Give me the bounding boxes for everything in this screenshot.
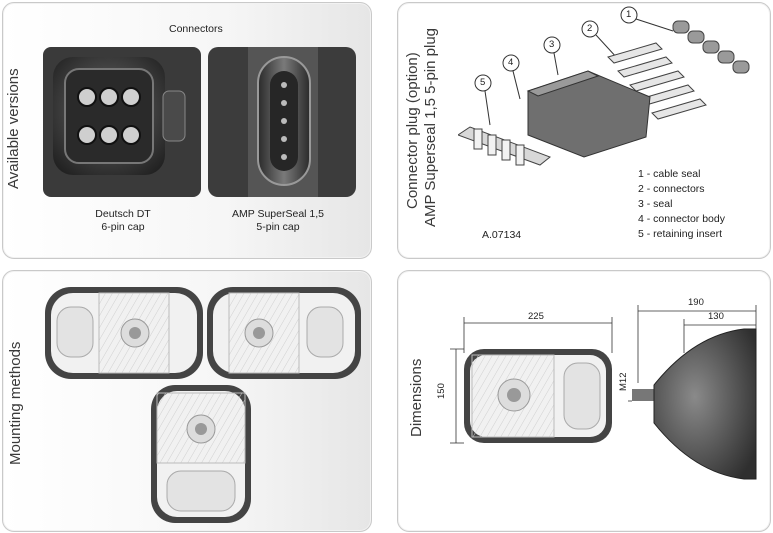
deutsch-connector-photo bbox=[43, 47, 201, 197]
panel-label-line-2: AMP Superseal 1,5 5-pin plug bbox=[422, 27, 439, 227]
callout-3: 3 bbox=[549, 39, 555, 50]
exploded-plug-diagram bbox=[458, 6, 750, 166]
depth-total-dimension: 190 bbox=[688, 297, 704, 308]
deutsch-caption-1: Deutsch DT bbox=[95, 208, 151, 220]
connectors-header: Connectors bbox=[169, 23, 223, 35]
legend-item: 3 - seal bbox=[638, 198, 673, 210]
legend: 1 - cable seal 2 - connectors 3 - seal 4… bbox=[638, 167, 725, 242]
depth-body-dimension: 130 bbox=[708, 311, 724, 322]
panel-connector-plug: Connector plug (option) AMP Superseal 1,… bbox=[397, 2, 771, 259]
panel-label: Mounting methods bbox=[7, 341, 24, 465]
panel-dimensions: Dimensions 225 150 190 130 M12 bbox=[397, 270, 771, 532]
amp-caption-2: 5-pin cap bbox=[256, 221, 300, 233]
width-dimension: 225 bbox=[528, 311, 544, 322]
thread-dimension: M12 bbox=[618, 372, 629, 391]
legend-item: 5 - retaining insert bbox=[638, 228, 723, 240]
panel-label: Available versions bbox=[5, 68, 22, 189]
deutsch-caption-2: 6-pin cap bbox=[101, 221, 145, 233]
height-dimension: 150 bbox=[436, 383, 447, 399]
callout-5: 5 bbox=[480, 77, 486, 88]
panel-available-versions: Available versions Connectors Deutsch DT… bbox=[2, 2, 372, 259]
mounting-drawings bbox=[45, 287, 361, 523]
callout-4: 4 bbox=[508, 57, 514, 68]
legend-item: 1 - cable seal bbox=[638, 168, 701, 180]
amp-connector-photo bbox=[208, 47, 356, 197]
panel-mounting-methods: Mounting methods bbox=[2, 270, 372, 532]
amp-caption-1: AMP SuperSeal 1,5 bbox=[231, 208, 325, 220]
dimension-drawing bbox=[450, 305, 757, 480]
drawing-code: A.07134 bbox=[482, 229, 522, 241]
panel-label: Dimensions bbox=[408, 358, 425, 437]
legend-item: 2 - connectors bbox=[638, 183, 705, 195]
panel-label-line-1: Connector plug (option) bbox=[404, 52, 421, 209]
callout-1: 1 bbox=[626, 9, 632, 20]
callout-2: 2 bbox=[587, 23, 593, 34]
legend-item: 4 - connector body bbox=[638, 213, 725, 225]
